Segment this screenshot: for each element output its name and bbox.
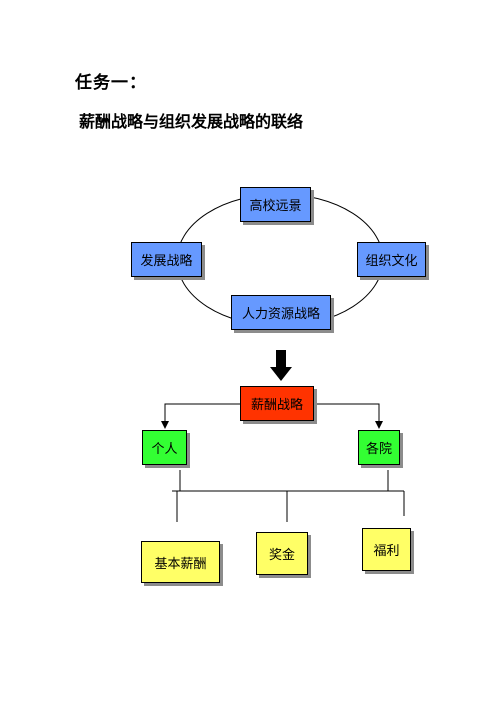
component-base-salary: 基本薪酬 <box>141 541 220 583</box>
branch-node-right: 各院 <box>358 430 400 465</box>
arrow-to-right-branch <box>315 403 383 429</box>
component-bonus: 奖金 <box>256 532 308 575</box>
task-title: 任务一： <box>75 73 147 93</box>
branch-node-left: 个人 <box>142 430 187 465</box>
arrow-to-left-branch <box>161 403 240 429</box>
cycle-node-left: 发展战略 <box>131 242 202 277</box>
down-arrow-icon <box>270 350 292 381</box>
cycle-node-top: 高校远景 <box>240 187 311 222</box>
cycle-node-right: 组织文化 <box>357 242 426 277</box>
subtitle: 薪酬战略与组织发展战略的联络 <box>79 112 304 131</box>
cycle-node-bottom: 人力资源战略 <box>231 295 331 330</box>
center-node: 薪酬战略 <box>240 386 314 421</box>
component-welfare: 福利 <box>362 528 411 571</box>
